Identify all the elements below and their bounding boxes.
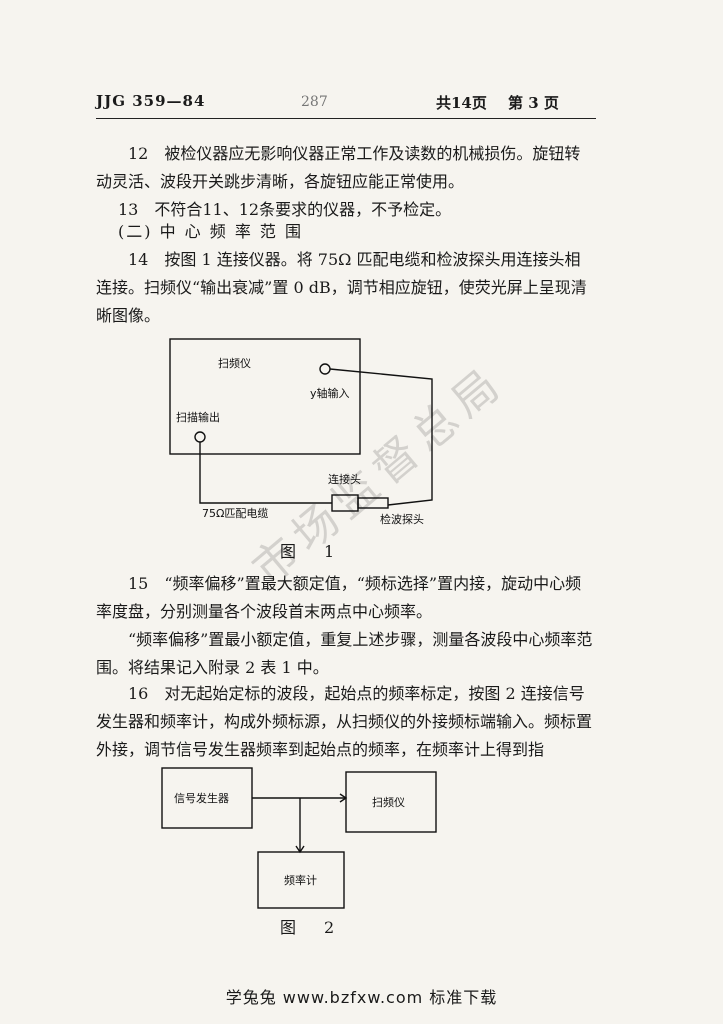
probe-label: 检波探头 bbox=[380, 512, 424, 525]
sweep-output-label: 扫描输出 bbox=[176, 410, 220, 424]
page-mark: 287 bbox=[301, 94, 328, 110]
sweeper-box bbox=[169, 338, 361, 455]
paragraph-14: 14 按图 1 连接仪器。将 75Ω 匹配电缆和检波探头用连接头相连接。扫频仪“… bbox=[96, 250, 587, 325]
section-heading: (二) 中 心 频 率 范 围 bbox=[118, 222, 304, 241]
sweeper-arrow bbox=[339, 793, 348, 803]
sweeper-label: 扫频仪 bbox=[218, 356, 251, 370]
sweeper-box-2 bbox=[345, 771, 437, 833]
connector-label: 连接头 bbox=[328, 473, 361, 486]
page-header: JJG 359—84 287 共14页 第 3 页 bbox=[96, 92, 596, 118]
cable-label: 75Ω匹配电缆 bbox=[202, 507, 268, 520]
probe-body bbox=[357, 497, 389, 509]
probe-cable-line bbox=[329, 368, 433, 506]
signal-generator-label: 信号发生器 bbox=[174, 791, 229, 805]
paragraph-12: 12 被检仪器应无影响仪器正常工作及读数的机械损伤。旋钮转动灵活、波段开关跳步清… bbox=[96, 144, 581, 191]
sweeper-label-2: 扫频仪 bbox=[372, 795, 405, 809]
y-input-jack bbox=[319, 363, 331, 375]
current-page: 第 3 页 bbox=[508, 94, 559, 112]
total-pages: 共14页 bbox=[436, 94, 487, 112]
paragraph-13: 13 不符合11、12条要求的仪器，不予检定。 bbox=[118, 200, 452, 219]
paragraph-16: 16 对无起始定标的波段，起始点的频率标定，按图 2 连接信号发生器和频率计，构… bbox=[96, 684, 593, 759]
standard-number: JJG 359—84 bbox=[96, 92, 206, 110]
matched-cable-line bbox=[199, 442, 332, 504]
sweep-output-jack bbox=[194, 431, 206, 443]
download-footer: 学兔兔 www.bzfxw.com 标准下载 bbox=[225, 988, 498, 1007]
paragraph-15-continued: “频率偏移”置最小额定值，重复上述步骤，测量各波段中心频率范围。将结果记入附录 … bbox=[96, 630, 593, 677]
figure-1-caption: 图 1 bbox=[280, 542, 341, 561]
frequency-counter-box bbox=[257, 851, 345, 909]
paragraph-15: 15 “频率偏移”置最大额定值，“频标选择”置内接，旋动中心频率度盘，分别测量各… bbox=[96, 574, 582, 621]
frequency-counter-label: 频率计 bbox=[284, 873, 317, 887]
figure-2-diagram: 信号发生器 扫频仪 频率计 bbox=[161, 767, 437, 909]
figure-1-diagram: 扫频仪 y轴输入 扫描输出 连接头 75Ω匹配电缆 检波探头 bbox=[169, 338, 433, 525]
figure-2-caption: 图 2 bbox=[280, 918, 341, 937]
header-rule bbox=[96, 118, 596, 119]
y-input-label: y轴输入 bbox=[310, 386, 350, 400]
